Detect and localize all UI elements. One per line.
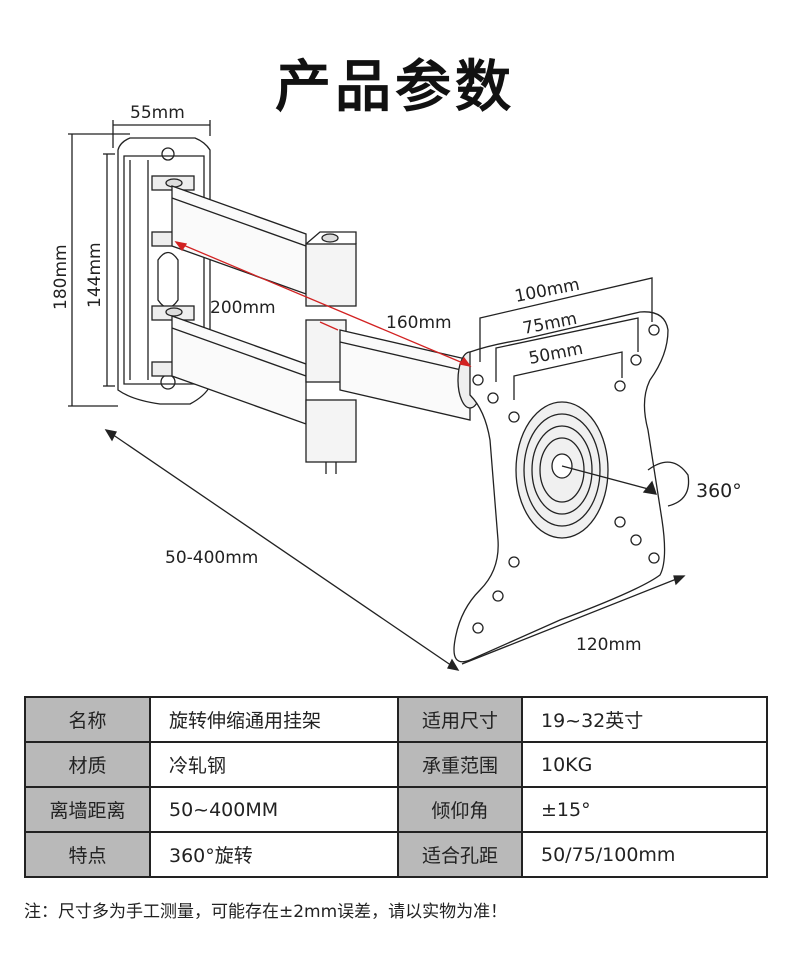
spec-table: 名称 旋转伸缩通用挂架 适用尺寸 19~32英寸 材质 冷轧钢 承重范围 10K… [24,696,768,878]
dim-plate-width: 55mm [130,103,185,123]
dim-arm-second: 160mm [386,313,452,333]
spec-key: 材质 [24,741,151,788]
table-row: 材质 冷轧钢 承重范围 10KG [24,741,768,788]
spec-key: 承重范围 [397,741,523,788]
spec-value: 10KG [521,741,768,788]
page-title: 产品参数 [275,55,515,120]
spec-key: 离墙距离 [24,786,151,833]
dim-plate-height-outer: 180mm [51,244,71,310]
spec-key: 适合孔距 [397,831,523,878]
dim-rotation: 360° [696,480,742,502]
dim-mount-width: 120mm [576,635,642,655]
dim-plate-height-inner: 144mm [85,242,105,308]
spec-value: 冷轧钢 [149,741,399,788]
spec-key: 倾仰角 [397,786,523,833]
disclaimer-note: 注：尺寸多为手工测量，可能存在±2mm误差，请以实物为准！ [24,902,508,922]
spec-value: 50~400MM [149,786,399,833]
spec-value: 50/75/100mm [521,831,768,878]
spec-value: ±15° [521,786,768,833]
dim-extension: 50-400mm [165,548,258,568]
spec-value: 旋转伸缩通用挂架 [149,696,399,743]
bracket-diagram: 55mm 180mm 144mm 200mm 160mm 100mm 75mm … [51,103,742,671]
table-row: 名称 旋转伸缩通用挂架 适用尺寸 19~32英寸 [24,696,768,743]
spec-key: 名称 [24,696,151,743]
dim-arm-first: 200mm [210,298,276,318]
spec-key: 适用尺寸 [397,696,523,743]
spec-key: 特点 [24,831,151,878]
table-row: 离墙距离 50~400MM 倾仰角 ±15° [24,786,768,833]
table-row: 特点 360°旋转 适合孔距 50/75/100mm [24,831,768,878]
spec-value: 360°旋转 [149,831,399,878]
spec-value: 19~32英寸 [521,696,768,743]
